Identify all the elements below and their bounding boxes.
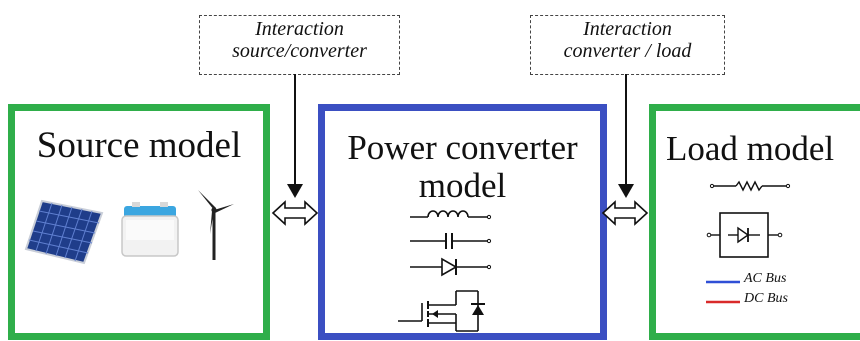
down-arrow-left-icon xyxy=(287,74,303,198)
power-converter-model-title: Power converter model xyxy=(325,129,600,205)
legend-ac-line xyxy=(706,280,740,284)
capacitor-icon xyxy=(410,233,492,249)
wind-turbine-icon xyxy=(198,190,234,260)
power-converter-model-block: Power converter model xyxy=(318,104,607,340)
legend-ac-label: AC Bus xyxy=(744,271,787,286)
legend-dc-line xyxy=(706,300,740,304)
callout-converter-load-line2: converter / load xyxy=(563,40,692,62)
bidirectional-arrow-left-icon xyxy=(271,200,319,226)
mosfet-icon xyxy=(398,290,485,332)
power-converter-title-line2: model xyxy=(418,165,507,205)
callout-converter-load: Interaction converter / load xyxy=(530,15,725,75)
source-model-title: Source model xyxy=(36,125,242,166)
load-model-title: Load model xyxy=(666,129,835,168)
callout-source-converter-line2: source/converter xyxy=(232,40,367,62)
rectifier-icon xyxy=(706,212,783,258)
power-converter-title-line1: Power converter xyxy=(347,128,578,167)
bidirectional-arrow-right-icon xyxy=(601,200,649,226)
callout-source-converter-line1: Interaction xyxy=(255,18,344,40)
callout-source-converter: Interaction source/converter xyxy=(199,15,400,75)
resistor-icon xyxy=(709,180,791,192)
solar-panel-icon xyxy=(24,199,104,265)
battery-icon xyxy=(121,202,179,257)
callout-converter-load-line1: Interaction xyxy=(583,18,672,40)
down-arrow-right-icon xyxy=(618,74,634,198)
diode-icon xyxy=(410,257,492,277)
inductor-icon xyxy=(410,210,492,220)
legend-dc-label: DC Bus xyxy=(744,291,788,306)
